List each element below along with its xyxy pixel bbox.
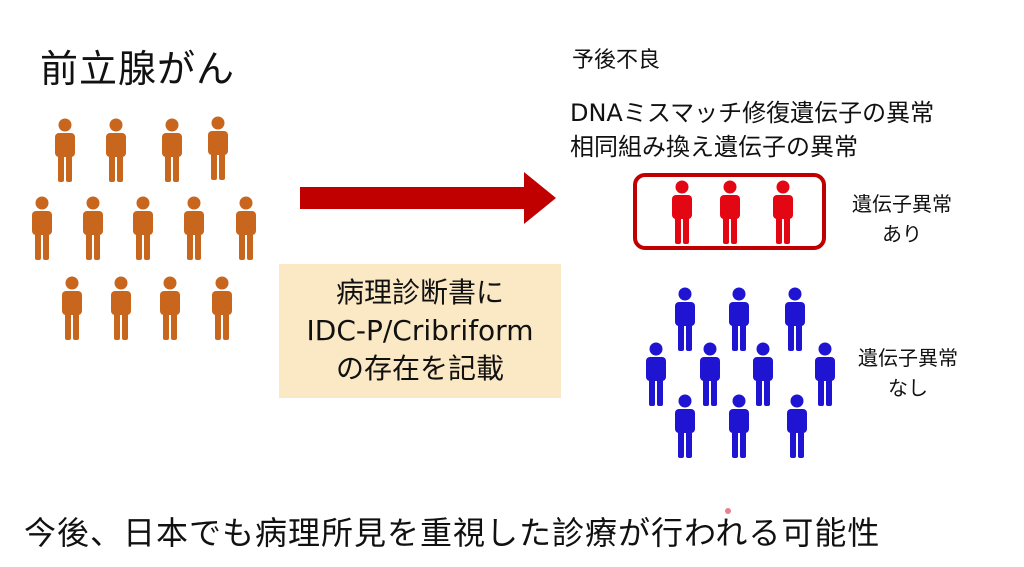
- person-icon: [729, 394, 749, 458]
- page-title: 前立腺がん: [40, 47, 236, 91]
- person-icon: [106, 118, 126, 182]
- person-icon: [700, 342, 720, 406]
- person-icon: [787, 394, 807, 458]
- gene-abnormality-list: DNAミスマッチ修復遺伝子の異常 相同組み換え遺伝子の異常: [570, 96, 934, 164]
- person-icon: [672, 180, 692, 244]
- person-icon: [212, 276, 232, 340]
- note-line: IDC-P/Cribriform: [306, 314, 534, 347]
- person-icon: [646, 342, 666, 406]
- person-icon: [785, 287, 805, 351]
- note-line: の存在を記載: [335, 352, 504, 385]
- person-icon: [773, 180, 793, 244]
- right-arrow-icon: [300, 172, 556, 224]
- pointer-dot: [725, 508, 731, 514]
- person-icon: [32, 196, 52, 260]
- person-icon: [133, 196, 153, 260]
- person-icon: [111, 276, 131, 340]
- abnormal-group-frame: [633, 173, 826, 250]
- person-icon: [162, 118, 182, 182]
- person-icon: [675, 394, 695, 458]
- pathology-report-note: 病理診断書に IDC-P/Cribriform の存在を記載: [279, 264, 561, 398]
- person-icon: [55, 118, 75, 182]
- person-icon: [720, 180, 740, 244]
- gene-line-homologous-recombination: 相同組み換え遺伝子の異常: [570, 133, 858, 161]
- abnormal-yes-label: 遺伝子異常 あり: [852, 192, 952, 246]
- person-icon: [83, 196, 103, 260]
- abnormal-no-label: 遺伝子異常 なし: [858, 346, 958, 400]
- conclusion-text: 今後、日本でも病理所見を重視した診療が行われる可能性: [24, 514, 881, 552]
- person-icon: [729, 287, 749, 351]
- person-icon: [160, 276, 180, 340]
- person-icon: [236, 196, 256, 260]
- person-icon: [208, 116, 228, 180]
- person-icon: [62, 276, 82, 340]
- note-line: 病理診断書に: [335, 276, 504, 309]
- person-icon: [675, 287, 695, 351]
- person-icon: [184, 196, 204, 260]
- gene-line-mismatch-repair: DNAミスマッチ修復遺伝子の異常: [570, 99, 935, 127]
- person-icon: [815, 342, 835, 406]
- person-icon: [753, 342, 773, 406]
- prognosis-label: 予後不良: [572, 48, 661, 73]
